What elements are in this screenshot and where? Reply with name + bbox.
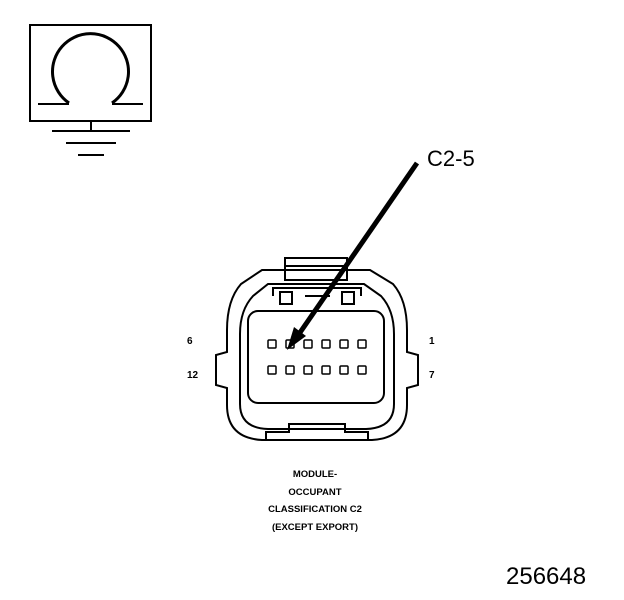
pin-label-top-left: 6	[187, 336, 193, 347]
pin-cavity	[339, 339, 349, 349]
pin-cavity	[321, 365, 331, 375]
pin-cavity	[303, 339, 313, 349]
connector-face-icon	[215, 257, 419, 441]
pin-label-bottom-right: 7	[429, 370, 435, 381]
connector-caption: MODULE- OCCUPANT CLASSIFICATION C2 (EXCE…	[230, 466, 400, 536]
pin-cavity	[303, 365, 313, 375]
caption-line: CLASSIFICATION C2	[268, 504, 362, 515]
pin-cavity	[357, 365, 367, 375]
pin-cavity	[357, 339, 367, 349]
pin-cavity	[267, 339, 277, 349]
pin-cavity	[321, 339, 331, 349]
pin-label-top-right: 1	[429, 336, 435, 347]
callout-label: C2-5	[427, 146, 475, 171]
pin-label-bottom-left: 12	[187, 370, 199, 381]
caption-line: MODULE-	[292, 469, 338, 480]
pin-cavity	[285, 365, 295, 375]
caption-line: OCCUPANT	[288, 486, 342, 498]
pin-cavity	[267, 365, 277, 375]
pin-cavity	[339, 365, 349, 375]
callout-arrow	[287, 161, 420, 350]
caption-line: (EXCEPT EXPORT)	[271, 521, 359, 533]
ohm-ground-symbol-icon	[29, 24, 152, 156]
pin-grid	[267, 339, 367, 375]
figure-number: 256648	[506, 563, 587, 590]
